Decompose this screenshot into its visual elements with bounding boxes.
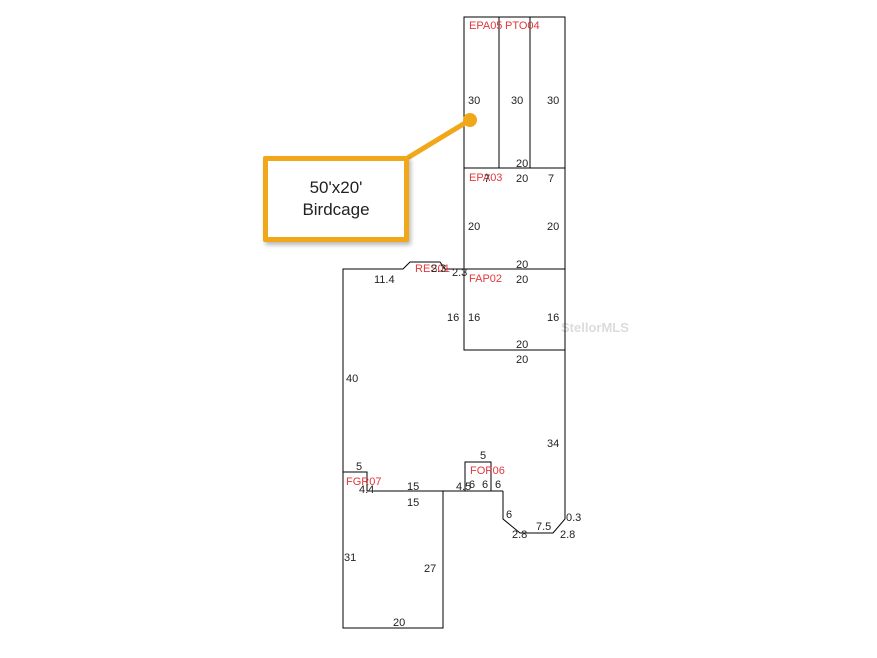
dim-pto-b: 30	[511, 95, 523, 107]
dim-pto-a: 30	[468, 95, 480, 107]
birdcage-callout: 50'x20' Birdcage	[263, 156, 409, 242]
epa05-outline	[463, 16, 566, 169]
dim-epa03-bottom: 20	[516, 259, 528, 271]
code-fgr07: FGR07	[346, 476, 381, 488]
dim-garage-right: 27	[424, 563, 436, 575]
dim-fap02-left: 16	[468, 312, 480, 324]
dim-fap02-top: 20	[516, 274, 528, 286]
dim-fop-right: 6	[495, 479, 501, 491]
dim-garage-left: 31	[344, 552, 356, 564]
dim-fop-left: 6	[469, 479, 475, 491]
dim-garage-bottom: 20	[393, 617, 405, 629]
dim-fap02-bottom-out: 20	[516, 354, 528, 366]
dim-right-step: 6	[506, 509, 512, 521]
fap02-outline	[463, 268, 566, 351]
fgr07-outline	[342, 472, 444, 629]
dim-epa03-left: 20	[468, 221, 480, 233]
dim-fap02-right: 16	[547, 312, 559, 324]
res01-top-wall	[342, 261, 464, 472]
code-pto04: PTO04	[505, 20, 540, 32]
dim-epa03-top-mid: 20	[516, 173, 528, 185]
dim-garage-top-outer: 15	[407, 481, 419, 493]
dim-res-right: 34	[547, 438, 559, 450]
dim-bottom-mid: 7.5	[536, 521, 551, 533]
callout-pin-icon	[463, 113, 477, 127]
dim-fap02-left-outer: 16	[447, 312, 459, 324]
dim-epa03-right: 20	[547, 221, 559, 233]
code-fop06: FOP06	[470, 465, 505, 477]
code-fap02: FAP02	[469, 273, 502, 285]
code-res01: RES01	[415, 263, 450, 275]
callout-size: 50'x20'	[309, 178, 363, 197]
dim-pto-c: 30	[547, 95, 559, 107]
dim-epa03-top-right: 7	[548, 173, 554, 185]
watermark: StellorMLS	[561, 320, 629, 335]
callout-connector	[406, 117, 473, 160]
dim-fop-top: 5	[480, 450, 486, 462]
fop06-outline	[464, 461, 492, 492]
dim-res-left: 40	[346, 373, 358, 385]
dim-fop-inner: 6	[482, 479, 488, 491]
dim-res-top-left: 11.4	[374, 274, 395, 286]
dim-fop-side: 4.5	[456, 481, 471, 493]
dim-res-top-right: 2.3	[452, 267, 467, 279]
code-epa05: EPA05	[469, 20, 502, 32]
fgr07-notch	[343, 471, 368, 491]
code-epa03: EPA03	[469, 172, 502, 184]
dim-corner-small: 0.3	[566, 512, 581, 524]
res01-right-wall	[502, 350, 566, 534]
dim-epa03-top-left: 7	[484, 173, 490, 185]
dim-fap02-bottom-in: 20	[516, 339, 528, 351]
dim-fgr-top: 5	[356, 461, 362, 473]
dim-bottom-short: 2.8	[512, 529, 527, 541]
dim-fgr-side: 4.4	[359, 484, 374, 496]
callout-label: Birdcage	[302, 200, 370, 219]
dim-garage-top-inner: 15	[407, 497, 419, 509]
dim-res-top-notch: 2.3	[431, 263, 446, 275]
dim-pto-bottom: 20	[516, 158, 528, 170]
dim-corner-right: 2.8	[560, 529, 575, 541]
